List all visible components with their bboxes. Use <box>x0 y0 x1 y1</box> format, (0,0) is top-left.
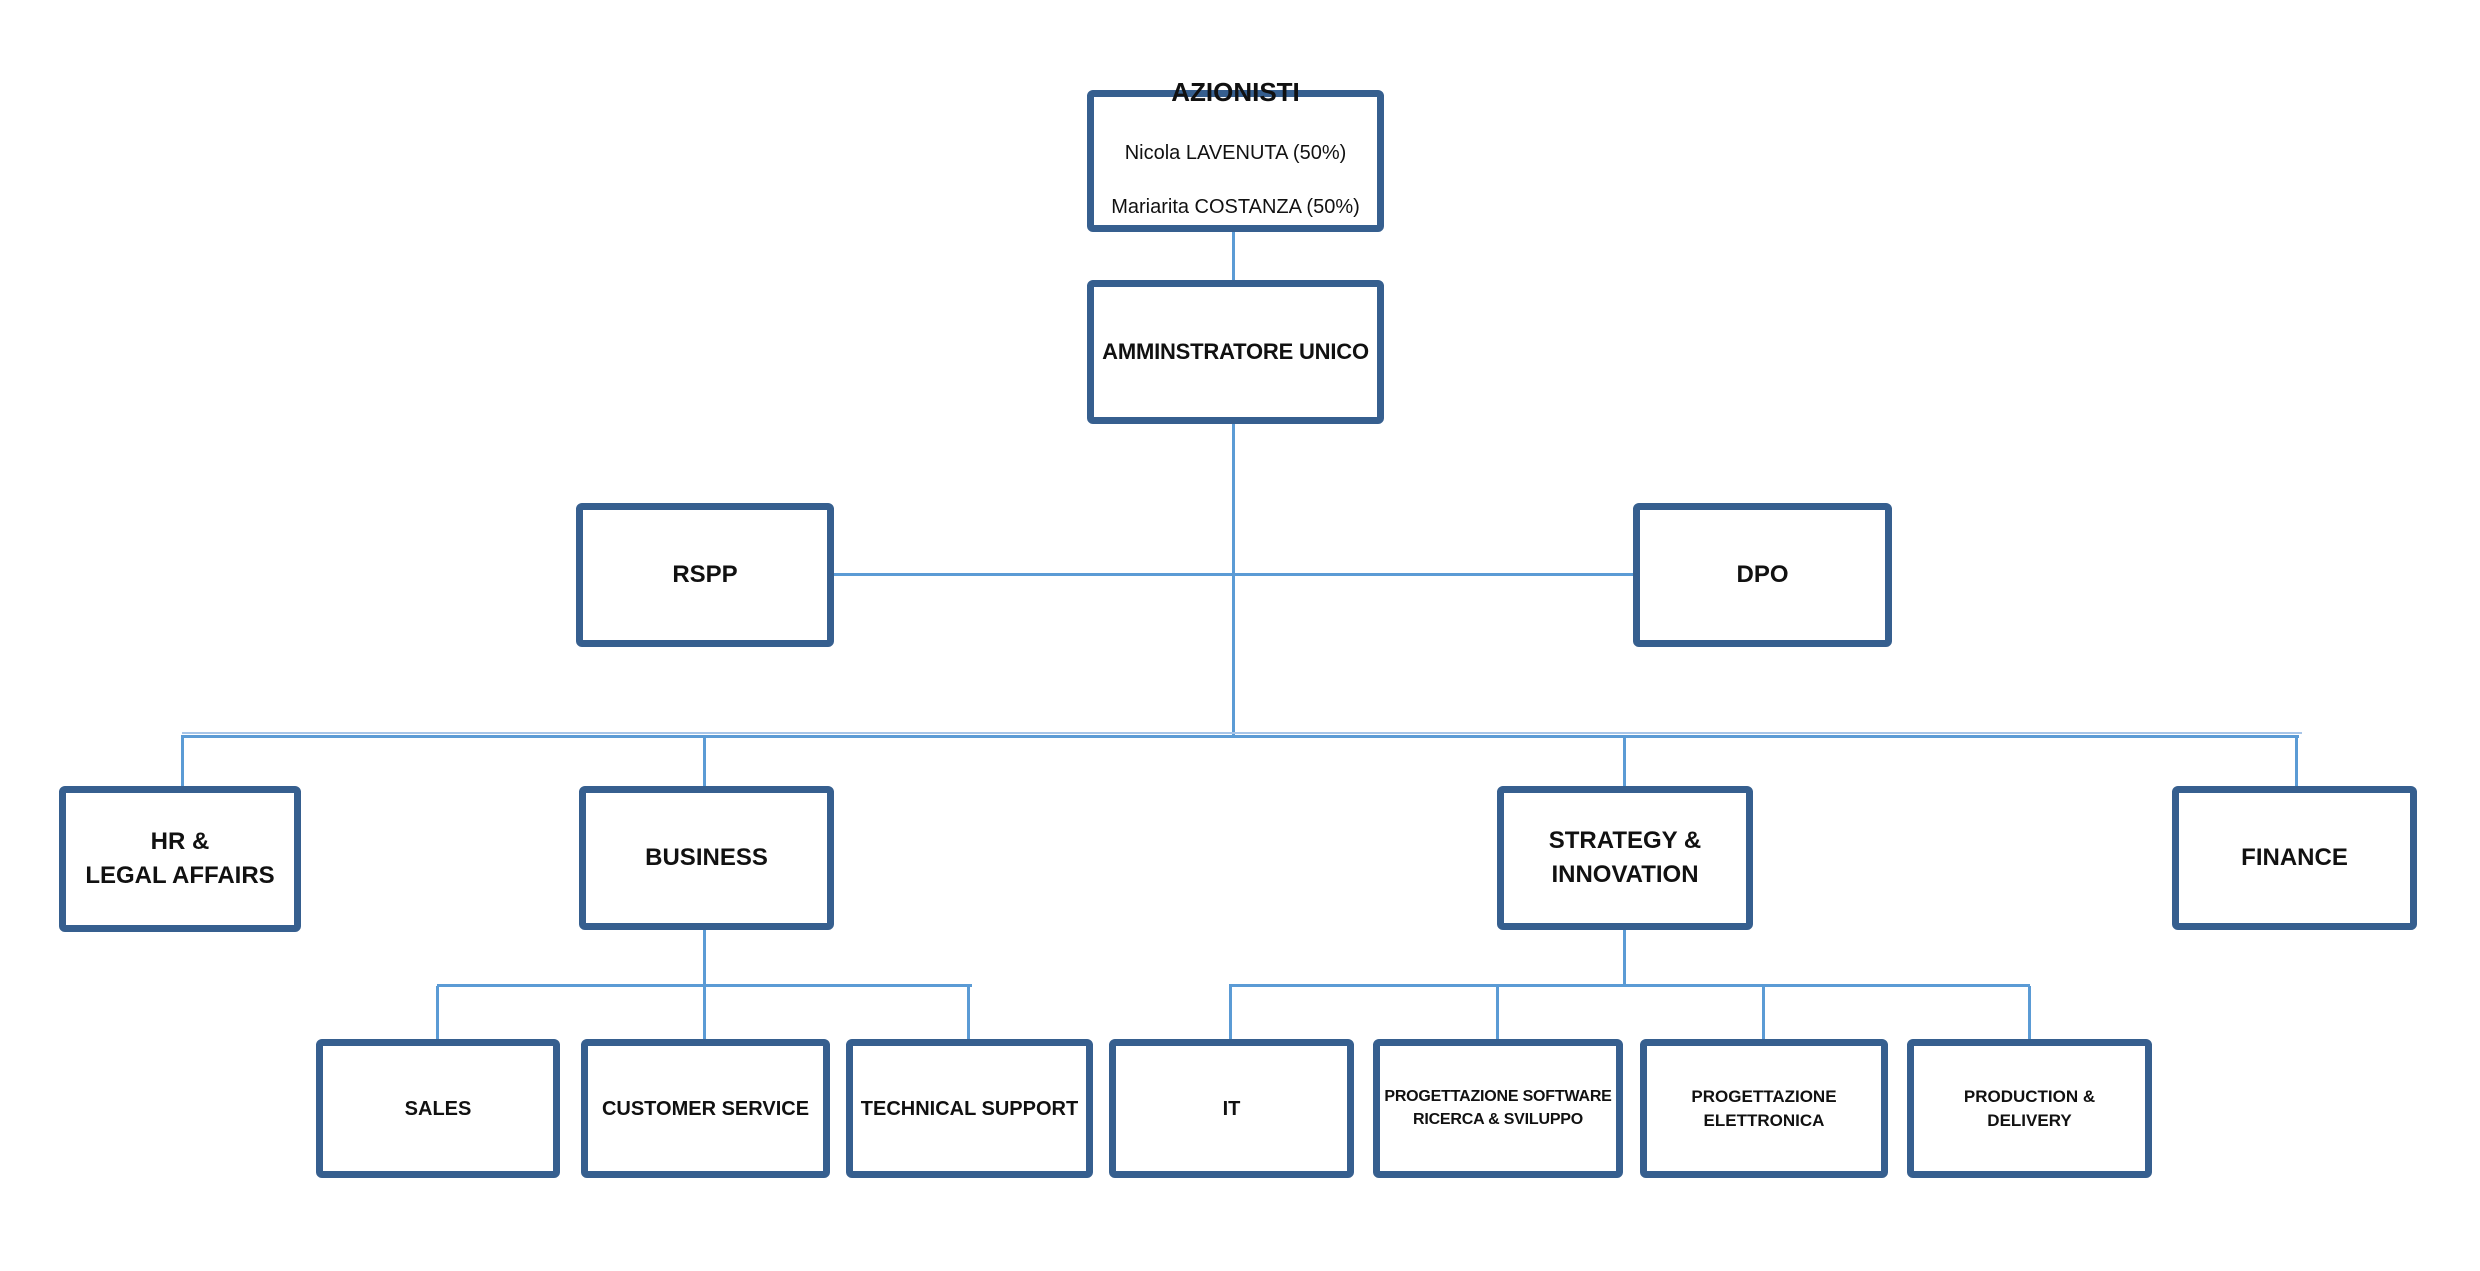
connector-drop-strategy <box>1623 735 1626 786</box>
progettazione-software-label: PROGETTAZIONE SOFTWARE RICERCA & SVILUPP… <box>1384 1088 1612 1128</box>
connector-strategy-children-trunk <box>1623 930 1626 984</box>
connector-amministratore-trunk <box>1232 424 1235 736</box>
production-delivery-label: PRODUCTION & DELIVERY <box>1963 1086 2096 1130</box>
hr-legal-affairs-label: HR & LEGAL AFFAIRS <box>85 828 275 889</box>
technical-support-label: TECHNICAL SUPPORT <box>860 1097 1079 1120</box>
connector-strategy-children-line <box>1229 984 2030 987</box>
connector-drop-hr <box>181 735 184 786</box>
azionisti-title: AZIONISTI <box>1171 76 1300 107</box>
sales-label: SALES <box>404 1097 472 1120</box>
connector-drop-technical-support <box>967 986 970 1039</box>
org-box-hr-legal-affairs: HR & LEGAL AFFAIRS <box>59 786 301 932</box>
rspp-label: RSPP <box>672 561 738 589</box>
connector-drop-sales <box>436 986 439 1039</box>
org-box-technical-support: TECHNICAL SUPPORT <box>846 1039 1093 1178</box>
connector-main-horizontal <box>182 735 2299 738</box>
connector-business-children-trunk <box>703 930 706 984</box>
org-box-azionisti: AZIONISTI Nicola LAVENUTA (50%) Mariarit… <box>1087 77 1384 232</box>
connector-drop-progettazione-software <box>1496 986 1499 1039</box>
connector-drop-it <box>1229 986 1232 1039</box>
amministratore-unico-label: AMMINSTRATORE UNICO <box>1102 338 1369 364</box>
strategy-innovation-label: STRATEGY & INNOVATION <box>1548 827 1702 888</box>
org-box-progettazione-elettronica: PROGETTAZIONE ELETTRONICA <box>1640 1039 1888 1178</box>
org-box-production-delivery: PRODUCTION & DELIVERY <box>1907 1039 2152 1178</box>
connector-drop-business <box>703 735 706 786</box>
azionisti-members: Nicola LAVENUTA (50%) Mariarita COSTANZA… <box>1111 113 1360 248</box>
org-box-finance: FINANCE <box>2172 786 2417 930</box>
connector-azionisti-amministratore <box>1232 232 1235 280</box>
azionisti-member-2: Mariarita COSTANZA (50%) <box>1111 196 1360 219</box>
dpo-label: DPO <box>1736 561 1789 589</box>
org-box-progettazione-software: PROGETTAZIONE SOFTWARE RICERCA & SVILUPP… <box>1373 1039 1623 1178</box>
org-box-it: IT <box>1109 1039 1354 1178</box>
connector-business-children-line <box>437 984 972 987</box>
connector-rspp-dpo-line <box>834 573 1633 576</box>
org-box-dpo: DPO <box>1633 503 1892 647</box>
business-label: BUSINESS <box>645 844 768 872</box>
connector-drop-progettazione-elettronica <box>1762 986 1765 1039</box>
org-box-amministratore-unico: AMMINSTRATORE UNICO <box>1087 280 1384 424</box>
connector-drop-finance <box>2295 735 2298 786</box>
finance-label: FINANCE <box>2241 844 2348 872</box>
org-box-rspp: RSPP <box>576 503 834 647</box>
progettazione-elettronica-label: PROGETTAZIONE ELETTRONICA <box>1691 1086 1837 1130</box>
connector-drop-production-delivery <box>2028 986 2031 1039</box>
azionisti-member-1: Nicola LAVENUTA (50%) <box>1124 142 1347 165</box>
org-box-sales: SALES <box>316 1039 560 1178</box>
customer-service-label: CUSTOMER SERVICE <box>601 1097 810 1120</box>
connector-main-horizontal-highlight <box>182 732 2302 734</box>
org-box-strategy-innovation: STRATEGY & INNOVATION <box>1497 786 1753 930</box>
it-label: IT <box>1222 1097 1241 1120</box>
org-box-customer-service: CUSTOMER SERVICE <box>581 1039 830 1178</box>
connector-drop-customer-service <box>703 986 706 1039</box>
org-box-business: BUSINESS <box>579 786 834 930</box>
